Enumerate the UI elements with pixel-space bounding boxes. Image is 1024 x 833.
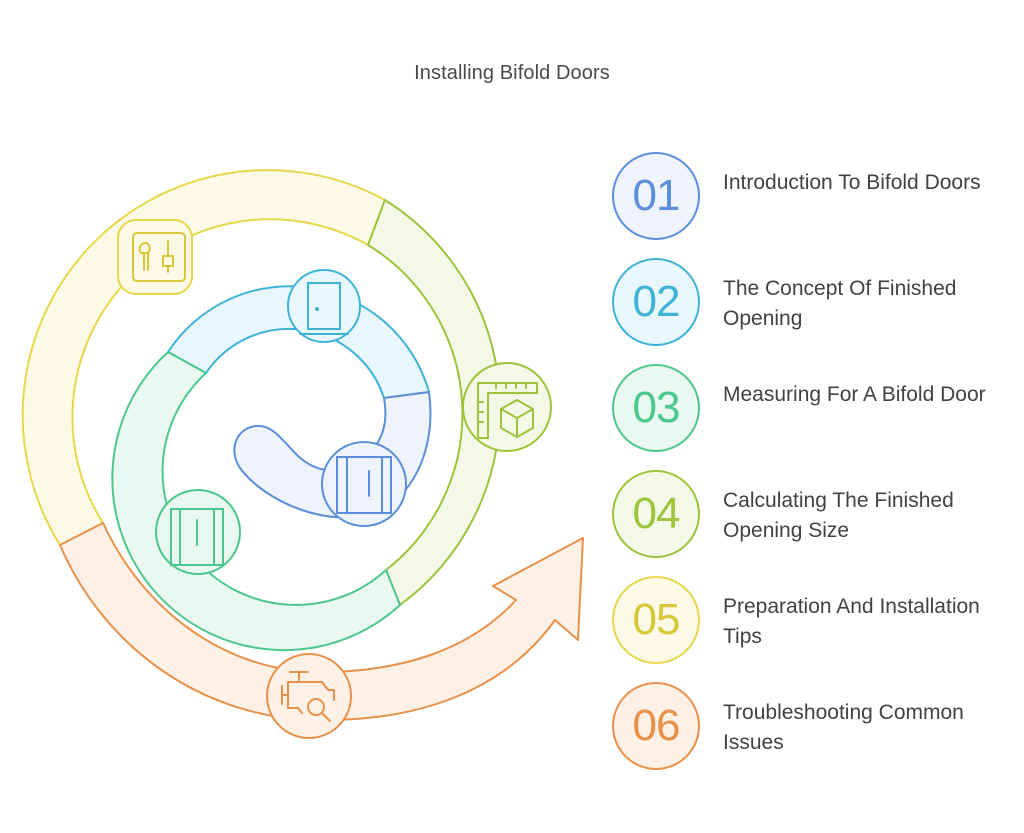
- spiral-segment-03: [111, 351, 401, 652]
- step-number-badge: 05: [612, 576, 700, 664]
- step-02: 02 The Concept Of Finished Opening: [612, 258, 1012, 350]
- measuring-box-icon: [462, 362, 552, 452]
- step-06: 06 Troubleshooting Common Issues: [612, 682, 1012, 774]
- step-label: Measuring For A Bifold Door: [723, 383, 986, 406]
- bifold-door-icon: [321, 441, 407, 527]
- tools-icon: [117, 219, 193, 295]
- step-label: Introduction To Bifold Doors: [723, 171, 981, 194]
- step-label: The Concept Of Finished Opening: [723, 277, 957, 330]
- spiral-segment-05: [21, 169, 386, 546]
- step-05: 05 Preparation And Installation Tips: [612, 576, 1012, 668]
- step-01: 01 Introduction To Bifold Doors: [612, 152, 1012, 244]
- step-label: Troubleshooting Common Issues: [723, 701, 964, 754]
- bifold-door-icon: [155, 489, 241, 575]
- step-04: 04 Calculating The Finished Opening Size: [612, 470, 1012, 562]
- spiral-segment-02: [167, 285, 430, 399]
- door-icon: [287, 269, 361, 343]
- step-number-badge: 06: [612, 682, 700, 770]
- spiral-arrow-06: [59, 522, 584, 722]
- step-number-badge: 04: [612, 470, 700, 558]
- step-number-badge: 02: [612, 258, 700, 346]
- step-03: 03 Measuring For A Bifold Door: [612, 364, 1012, 456]
- step-number-badge: 03: [612, 364, 700, 452]
- diagram-title: Installing Bifold Doors: [414, 62, 610, 84]
- step-label: Calculating The Finished Opening Size: [723, 489, 954, 542]
- step-label: Preparation And Installation Tips: [723, 595, 980, 648]
- step-number-badge: 01: [612, 152, 700, 240]
- inspection-icon: [266, 653, 352, 739]
